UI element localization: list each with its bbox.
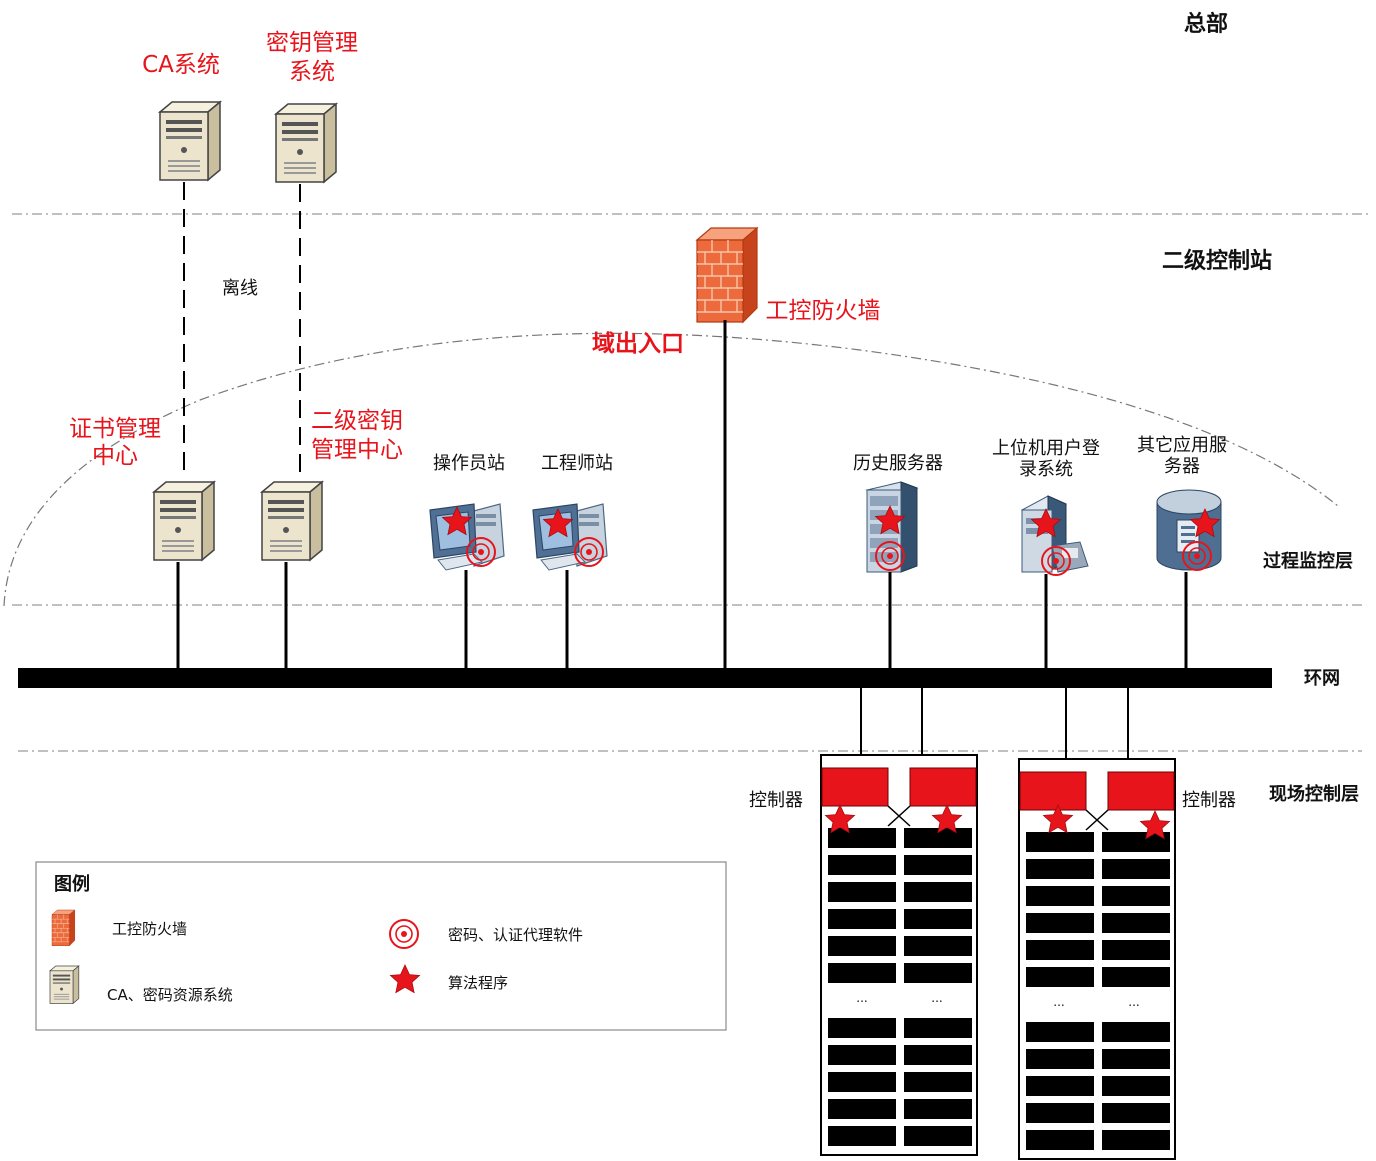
controller-cabinet-left (820, 754, 978, 1156)
legend-box (35, 861, 727, 1031)
ring-network-bus (18, 668, 1272, 688)
bus-drop-links (176, 562, 1188, 670)
controller-left-label: 控制器 (749, 790, 803, 811)
legend-ca-system-label: CA、密码资源系统 (107, 986, 233, 1004)
domain-exit-label: 域出入口 (592, 330, 684, 357)
legend-server-icon (49, 965, 80, 1004)
firewall-icon (696, 227, 758, 323)
legend-firewall-label: 工控防火墙 (112, 920, 187, 938)
zone-label-process-layer: 过程监控层 (1263, 550, 1353, 572)
legend-title: 图例 (54, 873, 90, 895)
zone-label-hq: 总部 (1184, 11, 1228, 37)
login-system-label-line2: 录系统 (1019, 459, 1073, 480)
offline-label: 离线 (222, 278, 258, 299)
controller-left-ellipsis-a: ... (856, 991, 867, 1005)
zone-label-ring-network: 环网 (1304, 668, 1340, 689)
domain-boundary-arc (3, 332, 1339, 607)
history-server-label: 历史服务器 (853, 453, 943, 474)
engineer-station-label: 工程师站 (541, 453, 613, 474)
legend-firewall-icon (51, 909, 76, 946)
cert-center-label-line1: 证书管理 (69, 416, 161, 442)
cert-center-server-icon (153, 481, 215, 561)
ca-system-server-icon (159, 101, 221, 181)
legend-crypto-agent-label: 密码、认证代理软件 (448, 926, 583, 944)
controller-right-label: 控制器 (1182, 790, 1236, 811)
other-server-label-line2: 务器 (1164, 456, 1200, 477)
login-system-label-line1: 上位机用户登 (992, 438, 1100, 459)
key-center-label-line1: 二级密钥 (311, 408, 403, 434)
key-center-server-icon (261, 481, 323, 561)
cert-center-label-line2: 中心 (92, 443, 138, 469)
ca-system-label: CA系统 (142, 52, 220, 78)
zone-label-secondary-station: 二级控制站 (1162, 248, 1272, 274)
operator-station-label: 操作员站 (433, 453, 505, 474)
firewall-label: 工控防火墙 (766, 298, 881, 324)
controller-cabinet-right (1018, 758, 1176, 1160)
controller-right-ellipsis-b: ... (1128, 995, 1139, 1009)
legend-algorithm-label: 算法程序 (448, 974, 508, 992)
engineer-station-icon (532, 503, 608, 571)
key-mgmt-system-label-line2: 系统 (289, 59, 335, 85)
zone-label-field-layer: 现场控制层 (1269, 783, 1359, 805)
key-mgmt-system-server-icon (275, 103, 337, 183)
other-server-label-line1: 其它应用服 (1137, 435, 1227, 456)
controller-left-ellipsis-b: ... (931, 991, 942, 1005)
controller-right-ellipsis-a: ... (1053, 995, 1064, 1009)
key-mgmt-system-label-line1: 密钥管理 (266, 30, 358, 56)
key-center-label-line2: 管理中心 (311, 437, 403, 463)
